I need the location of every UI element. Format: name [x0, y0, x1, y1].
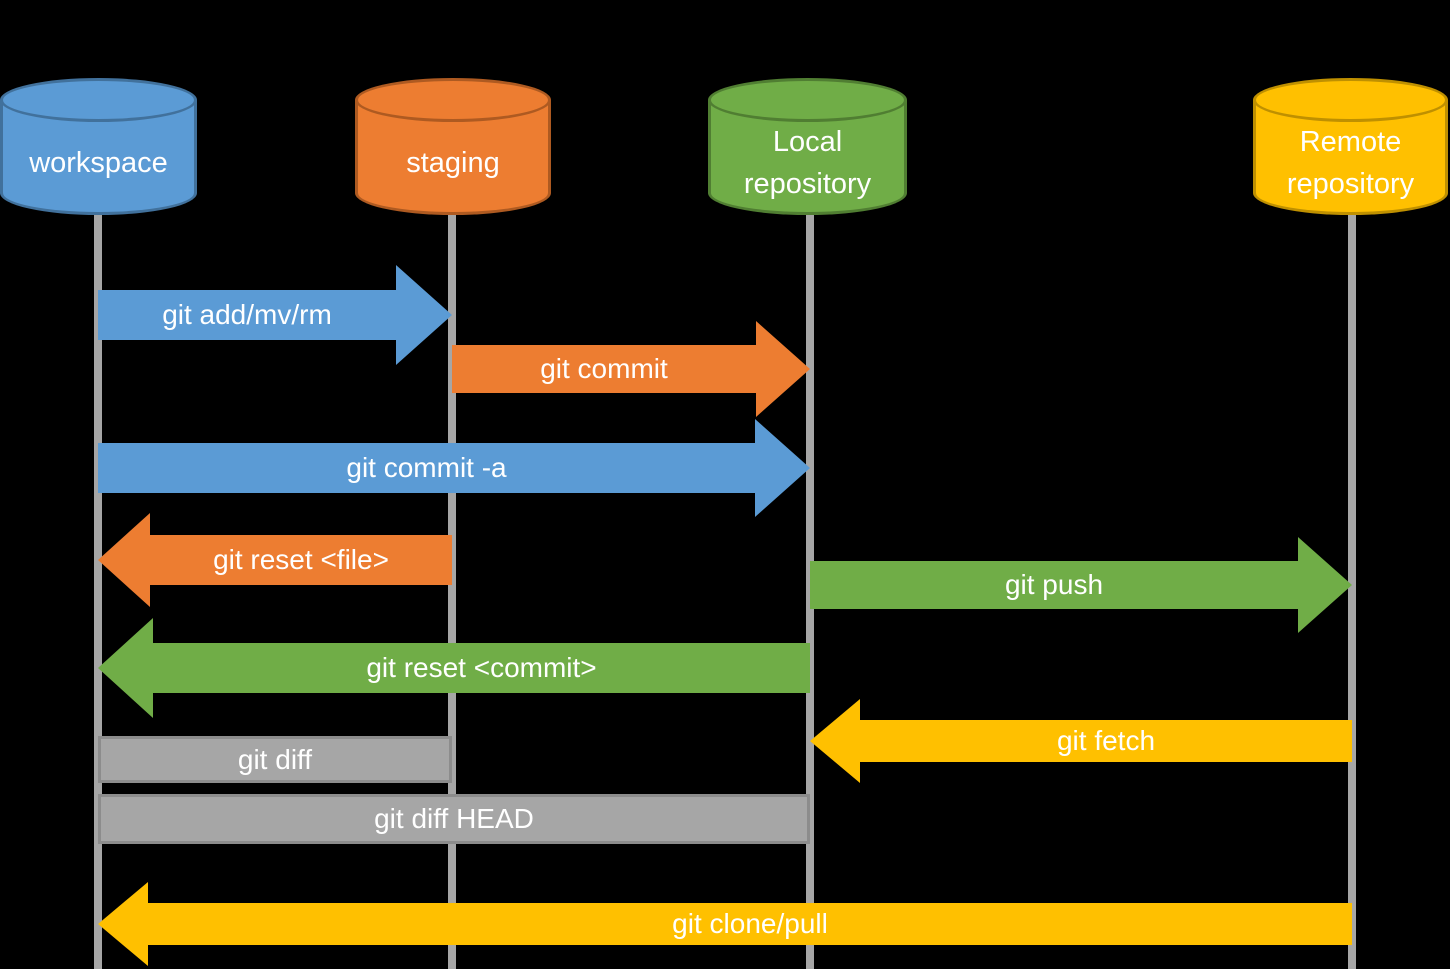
- edge-label: git diff HEAD: [374, 803, 534, 834]
- cylinder-top-ellipse: [355, 78, 551, 122]
- edge-label: git clone/pull: [672, 908, 828, 939]
- node-label-text: workspace: [29, 146, 168, 179]
- node-remote-repository-label: Remote repository: [1253, 118, 1448, 209]
- node-staging-label: staging: [355, 118, 551, 209]
- edge-git-diff-head-bar: git diff HEAD: [98, 794, 810, 844]
- node-label-text: staging: [406, 146, 500, 179]
- edge-label: git commit -a: [346, 452, 507, 483]
- lifeline-staging: [448, 213, 456, 969]
- node-label-line2: repository: [743, 167, 872, 200]
- edge-git-fetch-arrow: git fetch: [810, 699, 1352, 783]
- cylinder-top-ellipse: [1253, 78, 1448, 122]
- node-workspace-cylinder: workspace: [0, 78, 197, 215]
- edge-label: git reset <commit>: [366, 652, 597, 683]
- edge-label: git add/mv/rm: [162, 299, 332, 330]
- cylinder-top-ellipse: [0, 78, 197, 122]
- cylinder-top-ellipse: [708, 78, 907, 122]
- node-staging-cylinder: staging: [355, 78, 551, 215]
- edge-label: git commit: [540, 353, 668, 384]
- node-workspace-label: workspace: [0, 118, 197, 209]
- node-remote-repository-cylinder: Remote repository: [1253, 78, 1448, 215]
- edge-label: git diff: [237, 743, 313, 775]
- edge-git-add-mv-rm-arrow: git add/mv/rm: [98, 265, 452, 365]
- edge-git-diff-bar: git diff: [98, 736, 452, 783]
- node-local-repository-label: Local repository: [708, 118, 907, 209]
- lifeline-workspace: [94, 213, 102, 969]
- lifeline-remote-repository: [1348, 213, 1356, 969]
- edge-git-push-arrow: git push: [810, 537, 1352, 633]
- node-label-line1: Local: [772, 126, 843, 159]
- edge-git-commit-arrow: git commit: [452, 321, 810, 417]
- node-label-line1: Remote: [1299, 126, 1402, 159]
- edge-label: git reset <file>: [213, 544, 389, 575]
- node-label-line2: repository: [1286, 167, 1415, 200]
- edge-label: git fetch: [1056, 725, 1156, 756]
- node-local-repository-cylinder: Local repository: [708, 78, 907, 215]
- edge-git-clone-pull-arrow: git clone/pull: [98, 882, 1352, 966]
- edge-label: git push: [1004, 569, 1104, 600]
- edge-git-reset-file-arrow: git reset <file>: [98, 513, 452, 607]
